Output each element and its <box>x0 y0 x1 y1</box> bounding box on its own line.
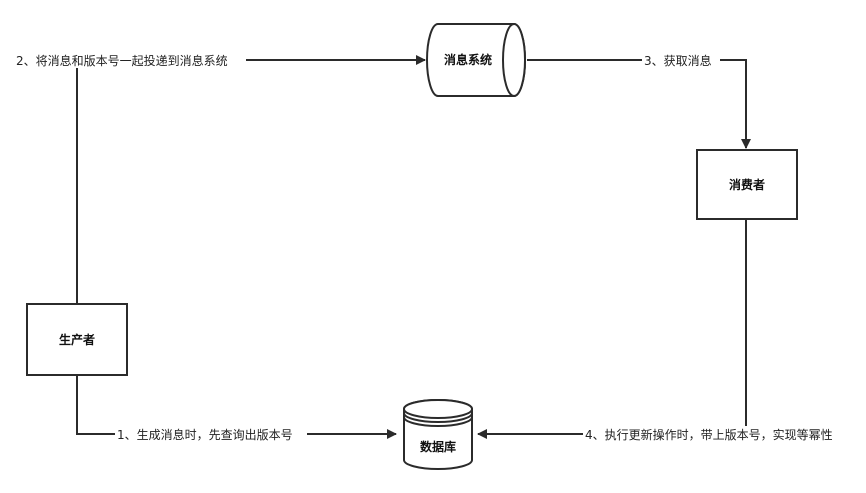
svg-text:数据库: 数据库 <box>420 439 456 454</box>
edge-mq-to-consumer <box>527 59 751 149</box>
svg-text:生产者: 生产者 <box>59 332 95 347</box>
edge-producer-to-mq <box>76 55 426 304</box>
consumer-node[interactable]: 消费者 <box>696 149 798 220</box>
svg-text:1、生成消息时，先查询出版本号: 1、生成消息时，先查询出版本号 <box>117 427 293 442</box>
edge-label-3: 3、获取消息 <box>642 52 720 68</box>
svg-text:消息系统: 消息系统 <box>444 52 492 67</box>
producer-node[interactable]: 生产者 <box>26 303 128 376</box>
edge-label-1: 1、生成消息时，先查询出版本号 <box>115 426 307 442</box>
edge-label-2: 2、将消息和版本号一起投递到消息系统 <box>14 52 246 68</box>
svg-text:3、获取消息: 3、获取消息 <box>644 53 712 68</box>
message-system-node[interactable]: 消息系统 <box>426 23 526 97</box>
svg-text:消费者: 消费者 <box>729 177 765 192</box>
svg-text:2、将消息和版本号一起投递到消息系统: 2、将消息和版本号一起投递到消息系统 <box>16 53 228 68</box>
edge-label-4: 4、执行更新操作时，带上版本号，实现等幂性 <box>583 426 853 442</box>
edge-producer-to-db <box>76 375 397 439</box>
edge-consumer-to-db <box>477 220 747 439</box>
database-node[interactable]: 数据库 <box>403 399 473 470</box>
svg-text:4、执行更新操作时，带上版本号，实现等幂性: 4、执行更新操作时，带上版本号，实现等幂性 <box>585 427 833 442</box>
